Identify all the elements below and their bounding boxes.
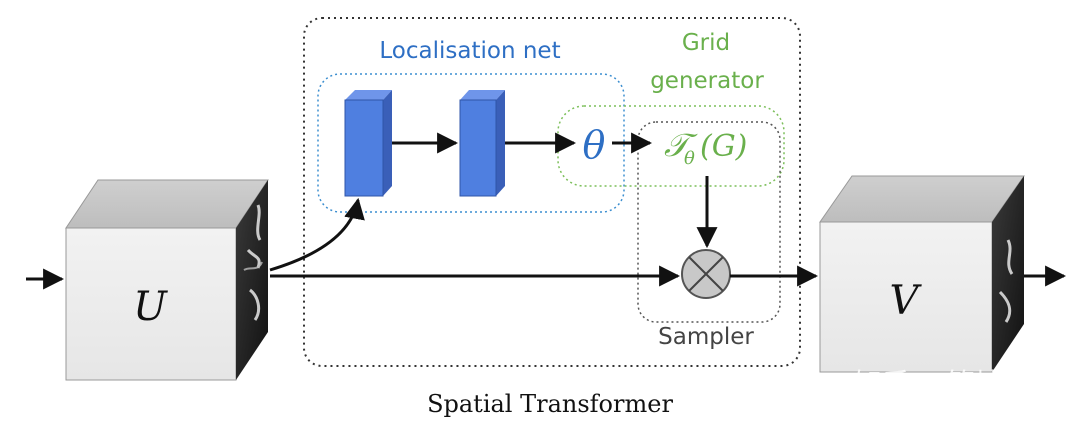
spatial-transformer-title: Spatial Transformer — [427, 390, 673, 418]
sampler-box — [637, 121, 781, 323]
watermark-url: https://blog.csdn.net/zfnice — [890, 410, 1067, 425]
localisation-layer-block-2 — [459, 90, 505, 197]
input-label-U: U — [133, 284, 168, 330]
transform-args: (G) — [700, 129, 747, 164]
generator-label: generator — [650, 68, 764, 94]
transform-subscript: θ — [684, 148, 695, 169]
grid-label: Grid — [682, 30, 730, 56]
arrow-U-to-localisation — [269, 197, 365, 272]
sampler-label: Sampler — [658, 324, 754, 350]
localisation-layer-block-1 — [344, 90, 392, 197]
input-feature-map-cube — [65, 179, 269, 381]
localisation-net-box — [317, 73, 625, 213]
sampler-operator — [681, 249, 731, 299]
watermark-zhihu: 知乎 @管塘秋 — [854, 367, 1031, 400]
transform-grid-formula: 𝒯 θ (G) — [664, 126, 747, 169]
localisation-net-label: Localisation net — [379, 38, 560, 64]
output-label-V: V — [890, 278, 923, 324]
spatial-transformer-box — [303, 17, 801, 367]
output-feature-map-cube — [819, 175, 1025, 373]
theta-symbol: θ — [583, 123, 606, 167]
